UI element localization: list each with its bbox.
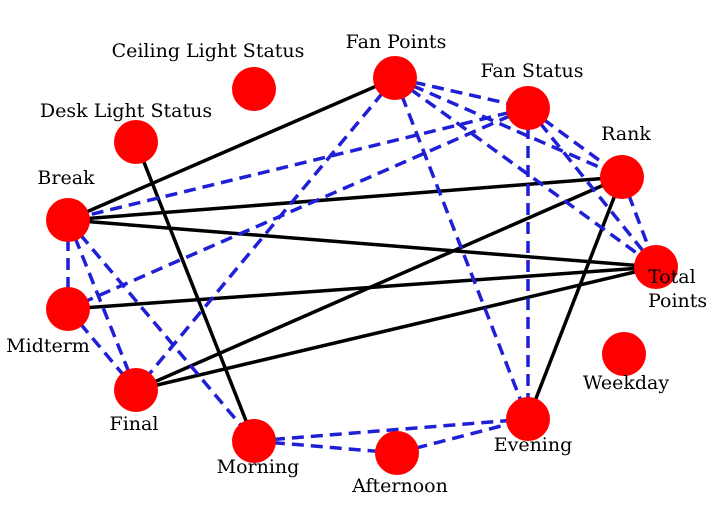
edge-midterm-total-points	[67, 265, 657, 311]
edge-break-final	[66, 219, 138, 391]
edge-fan-points-rank	[394, 76, 623, 179]
edge-layer	[66, 76, 658, 455]
node-midterm[interactable]	[46, 287, 90, 331]
edge-break-fan-points	[67, 76, 396, 222]
edge-morning-evening	[253, 417, 529, 443]
node-break[interactable]	[46, 198, 90, 242]
edge-fan-status-total-points	[526, 106, 658, 269]
node-ceiling-light-status[interactable]	[232, 67, 276, 111]
edge-fan-status-break	[67, 106, 529, 222]
node-weekday[interactable]	[602, 332, 646, 376]
node-label-fan-status: Fan Status	[480, 60, 583, 82]
node-evening[interactable]	[506, 397, 550, 441]
node-fan-points[interactable]	[373, 56, 417, 100]
node-label-midterm: Midterm	[6, 335, 90, 357]
node-label-line: Points	[648, 290, 707, 312]
node-label-fan-points: Fan Points	[346, 31, 447, 53]
node-label-afternoon: Afternoon	[351, 475, 448, 497]
node-label-break: Break	[37, 167, 95, 189]
node-afternoon[interactable]	[375, 431, 419, 475]
edge-morning-afternoon	[253, 439, 398, 455]
node-layer	[46, 56, 678, 475]
node-fan-status[interactable]	[506, 86, 550, 130]
edge-evening-rank	[526, 176, 624, 420]
node-label-desk-light-status: Desk Light Status	[40, 100, 212, 122]
node-label-rank: Rank	[601, 123, 651, 145]
node-label-final: Final	[110, 413, 159, 435]
edge-break-total-points	[67, 218, 657, 269]
node-final[interactable]	[114, 368, 158, 412]
edge-fan-points-total-points	[393, 76, 658, 269]
edge-break-morning	[66, 218, 256, 443]
edge-afternoon-evening	[396, 417, 529, 455]
node-label-ceiling-light-status: Ceiling Light Status	[112, 40, 305, 62]
edge-desk-light-status-morning	[134, 141, 256, 442]
edge-final-total-points	[135, 265, 657, 392]
node-label-morning: Morning	[217, 456, 300, 478]
edge-final-rank	[135, 175, 623, 392]
node-morning[interactable]	[232, 419, 276, 463]
edge-fan-points-fan-status	[394, 76, 529, 110]
node-label-line: Total	[648, 266, 696, 288]
node-rank[interactable]	[600, 155, 644, 199]
node-label-evening: Evening	[494, 434, 573, 456]
node-desk-light-status[interactable]	[114, 120, 158, 164]
edge-fan-points-final	[134, 76, 397, 392]
node-total-points[interactable]	[634, 245, 678, 289]
edge-fan-status-midterm	[67, 106, 529, 311]
node-label-weekday: Weekday	[583, 372, 669, 394]
